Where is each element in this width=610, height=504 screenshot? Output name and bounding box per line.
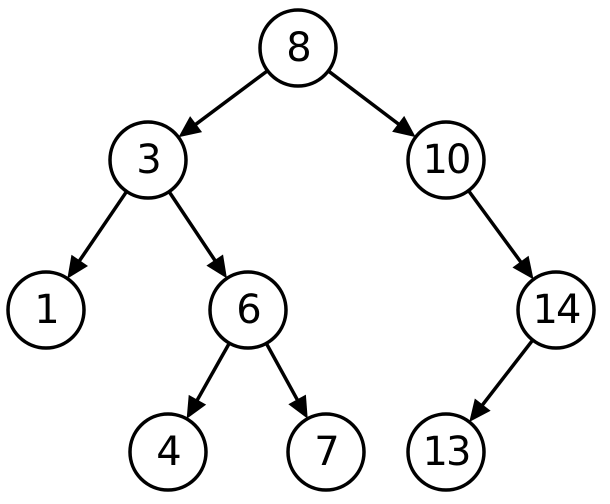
node-circle (6, 270, 86, 350)
node-label: 13 (423, 429, 470, 475)
edge-line (193, 69, 269, 127)
edge-line (264, 342, 300, 403)
node-circle (406, 120, 486, 200)
arrowhead-icon (392, 115, 416, 138)
arrowhead-icon (178, 116, 203, 138)
node-circle (208, 270, 288, 350)
arrowhead-icon (469, 398, 491, 422)
node-label: 6 (236, 287, 259, 333)
tree-node-7: 7 (286, 412, 366, 492)
node-label: 3 (136, 137, 159, 183)
tree-node-1: 1 (6, 270, 86, 350)
edge-line (77, 190, 129, 264)
node-circle (286, 412, 366, 492)
edge-line (480, 338, 535, 408)
arrowhead-icon (206, 254, 227, 279)
edge-line (167, 190, 218, 263)
arrowhead-icon (288, 394, 308, 419)
node-circle (108, 120, 188, 200)
edge-10-to-14 (467, 189, 534, 280)
node-circle (406, 412, 486, 492)
node-circle (258, 8, 338, 88)
edge-3-to-6 (167, 190, 227, 279)
node-label: 1 (34, 287, 57, 333)
edge-line (327, 69, 401, 127)
tree-node-8: 8 (258, 8, 338, 88)
tree-node-14: 14 (516, 270, 596, 350)
node-label: 14 (533, 287, 580, 333)
tree-node-10: 10 (406, 120, 486, 200)
node-label: 10 (423, 137, 470, 183)
tree-node-4: 4 (128, 412, 208, 492)
edges-layer (67, 69, 535, 422)
arrowhead-icon (512, 255, 534, 280)
node-label: 4 (156, 429, 180, 475)
edge-14-to-13 (469, 338, 535, 422)
nodes-layer: 8 3 10 1 6 14 4 7 13 (6, 8, 596, 492)
tree-node-3: 3 (108, 120, 188, 200)
edge-3-to-1 (67, 190, 129, 279)
node-circle (128, 412, 208, 492)
edge-line (467, 189, 524, 265)
edge-8-to-3 (178, 69, 269, 138)
tree-node-6: 6 (208, 270, 288, 350)
tree-node-13: 13 (406, 412, 486, 492)
edge-6-to-4 (186, 342, 231, 419)
node-label: 8 (286, 25, 309, 71)
edge-6-to-7 (264, 342, 308, 419)
arrowhead-icon (186, 394, 207, 419)
arrowhead-icon (67, 254, 89, 279)
node-circle (516, 270, 596, 350)
node-label: 7 (314, 429, 337, 475)
edge-line (194, 342, 231, 403)
edge-8-to-10 (327, 69, 416, 138)
